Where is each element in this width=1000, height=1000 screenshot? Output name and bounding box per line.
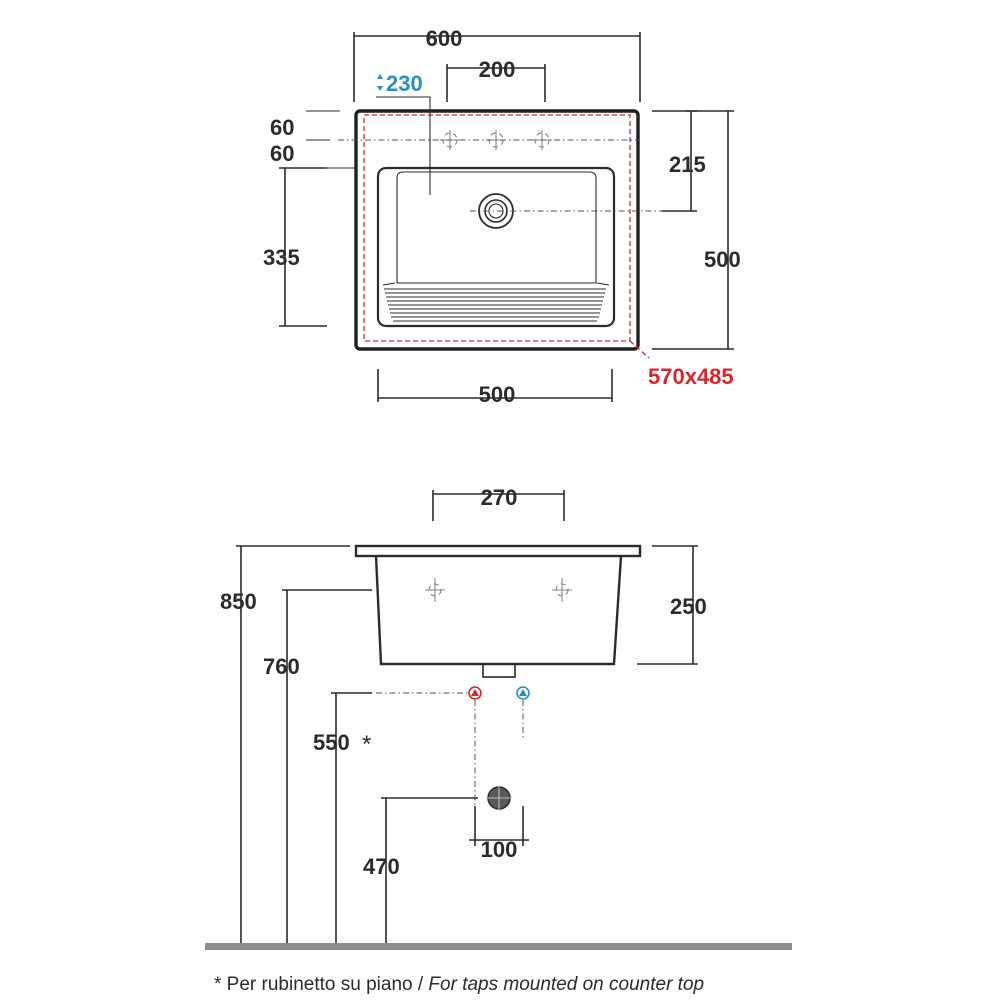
label-250: 250 xyxy=(670,594,707,619)
label-470: 470 xyxy=(363,854,400,879)
label-335: 335 xyxy=(263,245,300,270)
dim-line-335 xyxy=(279,167,327,327)
waste-outlet xyxy=(482,663,516,678)
label-500-right: 500 xyxy=(704,247,741,272)
basin-rim-front xyxy=(354,544,642,558)
dim-line-200 xyxy=(446,64,546,102)
basin-body-front xyxy=(374,555,623,666)
floor-line xyxy=(205,943,792,950)
hot-water-supply-icon xyxy=(468,686,482,700)
dim-line-600 xyxy=(353,32,641,102)
cutout-outline xyxy=(363,114,631,342)
label-cutout: 570x485 xyxy=(648,364,734,389)
top-view: 600 200 230 60 60 215 335 500 570x485 50… xyxy=(263,26,741,407)
dim-line-250 xyxy=(637,545,698,665)
bowl-inner xyxy=(396,171,597,284)
label-500-bottom: 500 xyxy=(479,382,516,407)
dim-line-270 xyxy=(432,490,565,521)
leader-230 xyxy=(376,96,431,195)
cold-water-supply-icon xyxy=(516,686,530,700)
label-600: 600 xyxy=(426,26,463,51)
footnote-english: For taps mounted on counter top xyxy=(428,974,704,995)
dim-line-500-right xyxy=(652,110,734,350)
leader-cutout xyxy=(629,340,650,359)
bowl-outer xyxy=(376,166,616,328)
label-270: 270 xyxy=(481,485,518,510)
front-view: 270 850 250 760 550 * 100 470 xyxy=(205,485,792,950)
label-550: 550 xyxy=(313,730,350,755)
tap-holes-front xyxy=(425,578,572,602)
footnote: * Per rubinetto su piano / For taps moun… xyxy=(214,974,704,995)
label-215: 215 xyxy=(669,152,706,177)
label-550-asterisk: * xyxy=(362,731,371,758)
dim-line-470 xyxy=(381,797,478,946)
label-230: 230 xyxy=(386,71,423,96)
label-200: 200 xyxy=(479,57,516,82)
label-850: 850 xyxy=(220,589,257,614)
label-100: 100 xyxy=(481,837,518,862)
dim-line-550 xyxy=(331,692,372,946)
washboard-ribs xyxy=(382,282,610,322)
dim-line-100 xyxy=(469,806,529,846)
label-60-a: 60 xyxy=(270,115,294,140)
dim-line-760 xyxy=(282,589,372,946)
footnote-italian: * Per rubinetto su piano / xyxy=(214,974,428,995)
label-760: 760 xyxy=(263,654,300,679)
label-60-b: 60 xyxy=(270,141,294,166)
drain-point-icon xyxy=(486,785,512,811)
dim-line-850 xyxy=(236,545,350,946)
dim-line-500-bottom xyxy=(377,369,613,402)
up-down-arrow-icon xyxy=(377,74,383,91)
